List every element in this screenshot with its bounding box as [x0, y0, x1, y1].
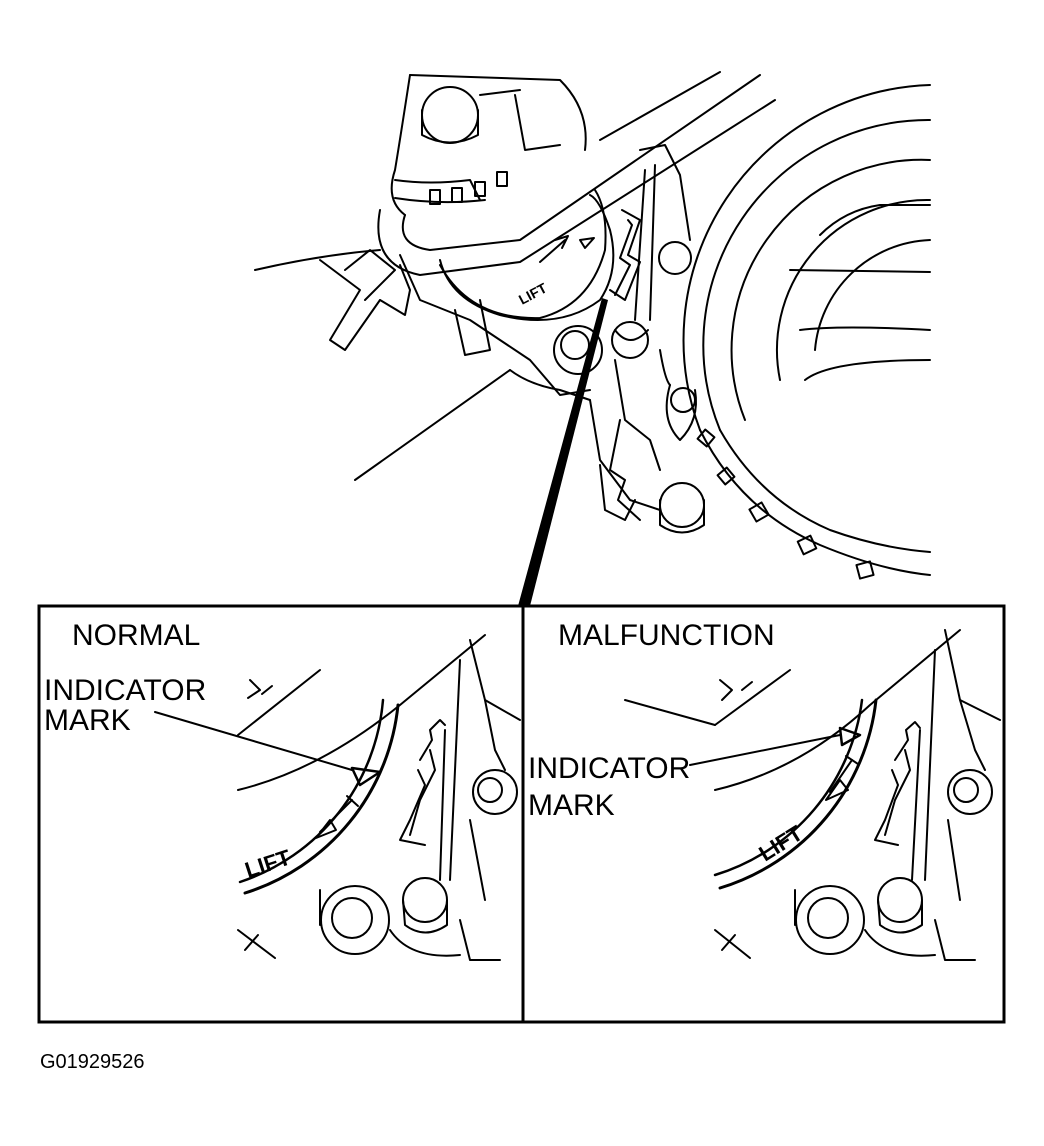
overview-dial-lift-text: LIFT — [516, 279, 550, 307]
detail-inset-frame — [37, 604, 1006, 1024]
panel-normal: NORMAL INDICATOR MARK — [44, 619, 521, 961]
callout-pointer — [518, 298, 608, 606]
panel-normal-callout-line2: MARK — [44, 704, 131, 737]
panel-malfunction-drawing — [624, 629, 1001, 961]
engine-overview-illustration — [254, 71, 931, 580]
panel-malfunction-tensioner-dial — [713, 698, 864, 877]
panel-malfunction-callout-line1: INDICATOR — [528, 752, 690, 785]
panel-normal-drawing — [154, 634, 521, 961]
overview-tensioner-dial — [439, 189, 607, 320]
panel-malfunction: MALFUNCTION INDICATOR MARK — [528, 619, 1001, 961]
panel-malfunction-indicator-mark — [838, 726, 862, 747]
panel-malfunction-callout-line2: MARK — [528, 789, 615, 822]
panel-malfunction-title: MALFUNCTION — [558, 619, 775, 652]
panel-normal-title: NORMAL — [72, 619, 200, 652]
figure-id: G01929526 — [40, 1051, 145, 1073]
panel-normal-callout-line1: INDICATOR — [44, 674, 206, 707]
